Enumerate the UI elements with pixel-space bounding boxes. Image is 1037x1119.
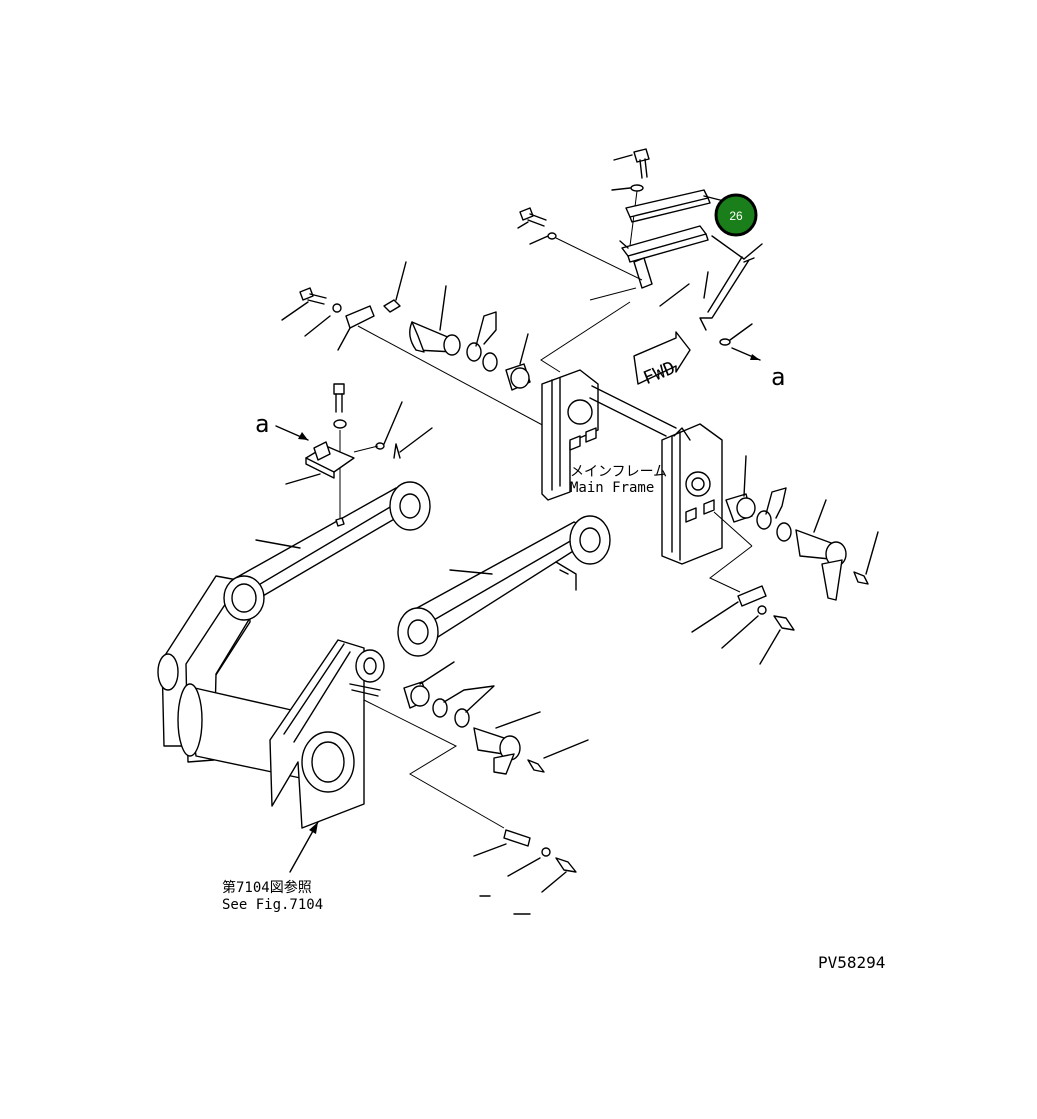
left-bracket-group: a [255, 383, 433, 520]
upper-link [231, 481, 431, 601]
ref-a-right: a [771, 363, 785, 391]
fwd-arrow: FWD [633, 331, 691, 389]
see-fig-label-jp: 第7104図参照 [222, 879, 312, 896]
upper-pin-group [281, 261, 549, 429]
reference-id: PV58294 [818, 953, 885, 972]
lower-link [397, 515, 611, 657]
callout-26[interactable]: 26 [714, 193, 758, 237]
bracket-assembly [517, 148, 763, 373]
main-frame: メインフレーム Main Frame [541, 369, 723, 565]
ref-a-left: a [255, 410, 269, 438]
lift-frame: 第7104図参照 See Fig.7104 [157, 575, 385, 913]
callout-number-26: 26 [729, 209, 743, 223]
right-pin-group [691, 455, 879, 665]
callout-badge-26[interactable] [714, 193, 758, 237]
see-fig-label-en: See Fig.7104 [222, 897, 323, 913]
lower-pin-group [363, 661, 589, 915]
main-frame-label-jp: メインフレーム [570, 464, 667, 480]
main-frame-label-en: Main Frame [570, 480, 654, 496]
